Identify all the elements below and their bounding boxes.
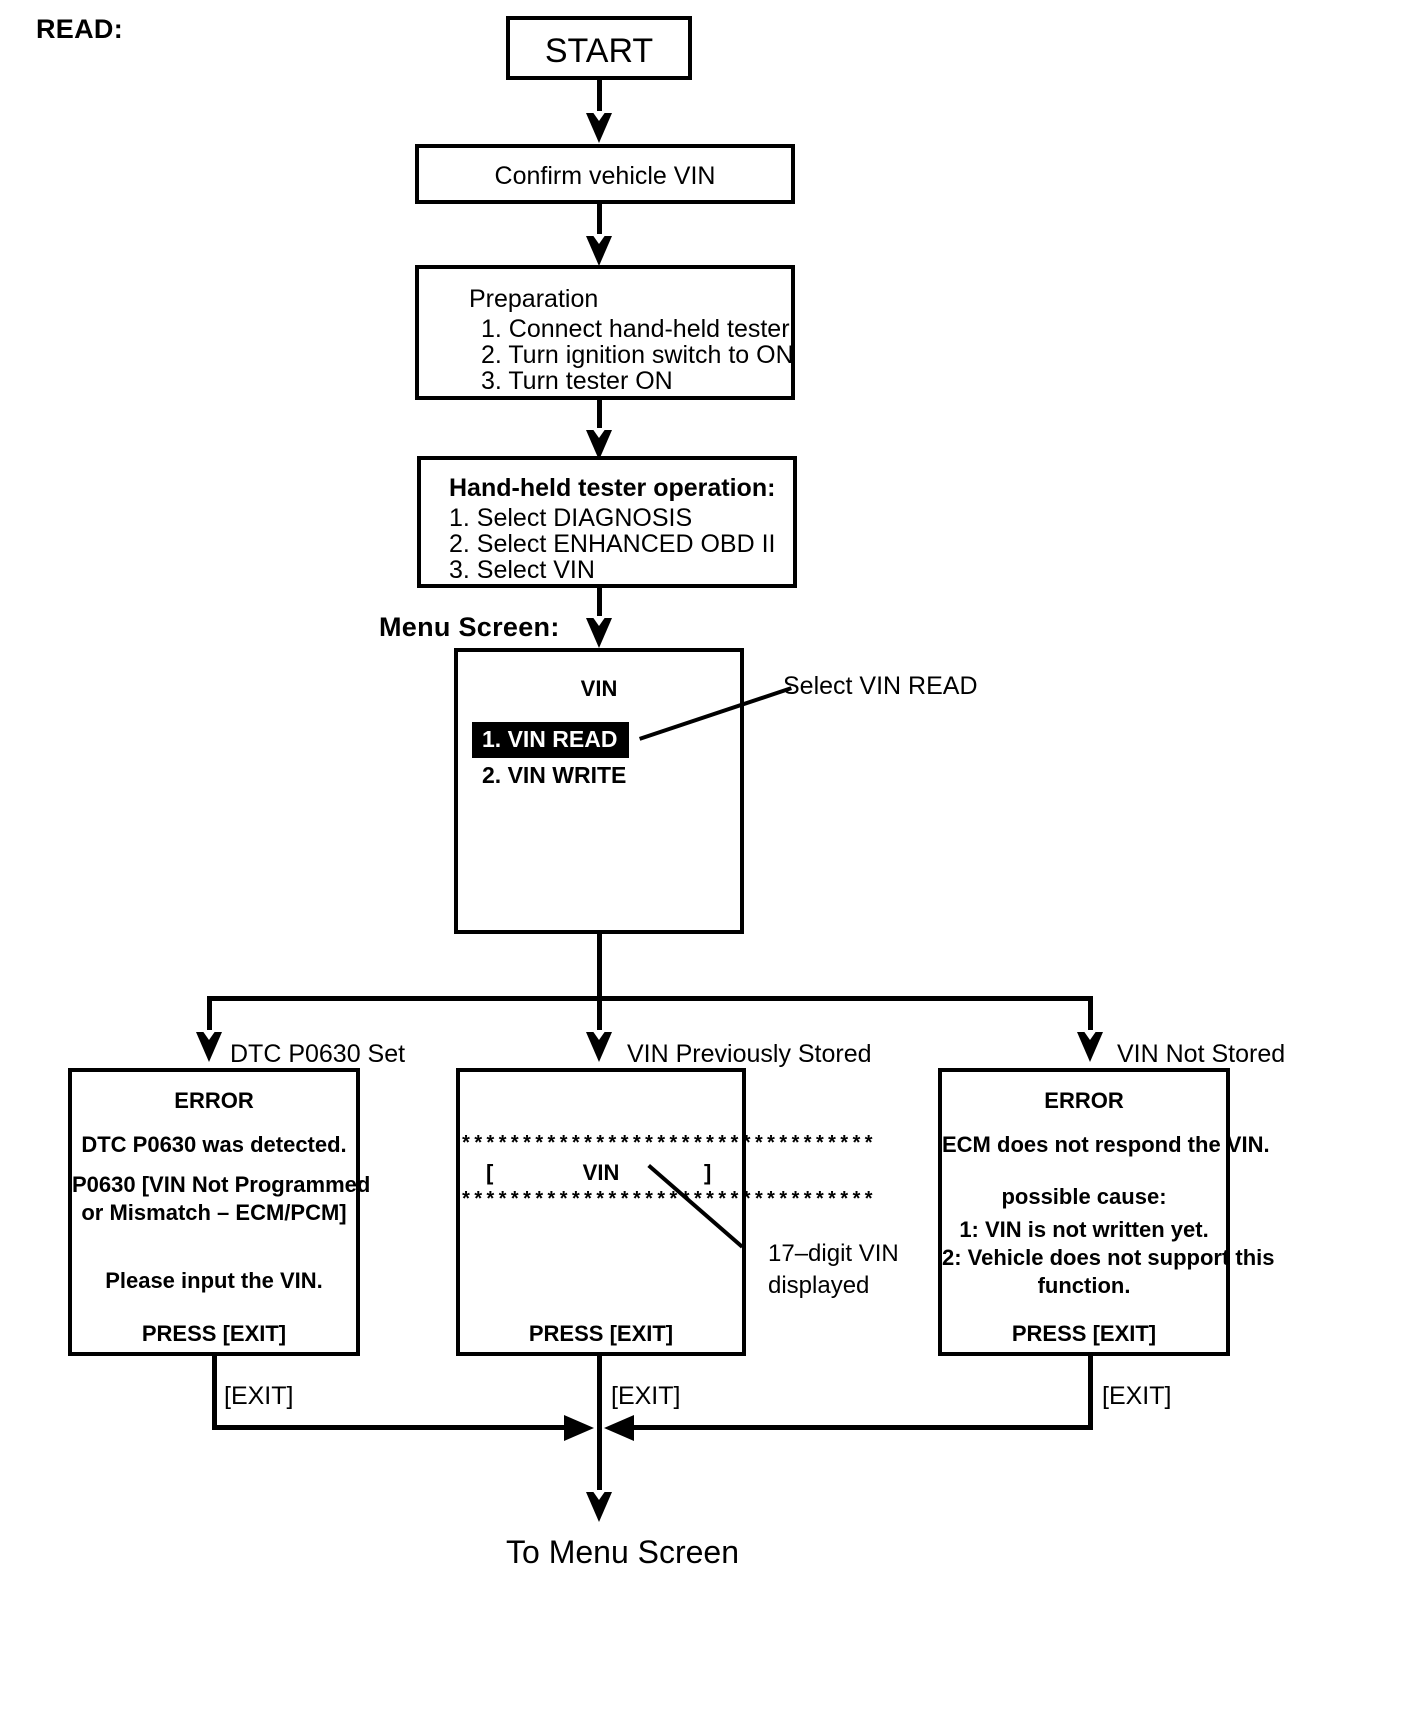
connector-exit-middle: [597, 1356, 602, 1428]
connector-exit-right: [1088, 1356, 1093, 1428]
screen-middle-stars-bottom: **********************************: [460, 1190, 875, 1213]
connector-tester-menu: [597, 588, 602, 634]
screen-right-line-3: 1: VIN is not written yet.: [959, 1217, 1209, 1242]
connector-exit-left-h: [212, 1425, 572, 1430]
menu-screen-label: Menu Screen:: [379, 612, 560, 642]
arrowhead-merge-footer: [586, 1490, 612, 1522]
branch-label-left: DTC P0630 Set: [230, 1040, 406, 1068]
screen-left-title: ERROR: [174, 1088, 254, 1113]
arrowhead-exit-left: [564, 1415, 594, 1441]
exit-label-right: [EXIT]: [1102, 1382, 1172, 1410]
connector-exit-left: [212, 1356, 217, 1428]
connector-branch-left: [207, 996, 212, 1044]
screen-middle-footer: PRESS [EXIT]: [528, 1321, 674, 1346]
screen-menu-vin: VIN 1. VIN READ 2. VIN WRITE: [454, 648, 744, 934]
screen-left-footer: PRESS [EXIT]: [141, 1321, 287, 1346]
footer-label: To Menu Screen: [506, 1534, 740, 1570]
tester-operation-step-1: 1. Select DIAGNOSIS: [449, 504, 693, 532]
annotation-17-digit-vin-line-1: 17–digit VIN: [768, 1240, 899, 1267]
screen-error-dtc-p0630: ERROR DTC P0630 was detected. P0630 [VIN…: [68, 1068, 371, 1356]
connector-confirm-prep: [597, 204, 602, 254]
exit-label-middle: [EXIT]: [611, 1382, 681, 1410]
annotation-17-digit-vin-line-2: displayed: [768, 1272, 870, 1299]
connector-branch-middle: [597, 996, 602, 1044]
tester-operation-step-3: 3. Select VIN: [449, 556, 595, 584]
screen-left-line-1: DTC P0630 was detected.: [81, 1132, 347, 1157]
arrowhead-start-confirm: [586, 111, 612, 143]
tester-operation-title: Hand-held tester operation:: [449, 474, 776, 502]
node-confirm-vin-label: Confirm vehicle VIN: [494, 162, 716, 190]
section-label: READ:: [36, 14, 123, 44]
screen-middle-bracket-close: ]: [704, 1160, 712, 1185]
screen-middle-stars-top: **********************************: [460, 1134, 875, 1157]
connector-branch-right: [1088, 996, 1093, 1044]
menu-item-vin-read[interactable]: 1. VIN READ: [472, 722, 630, 758]
screen-right-footer: PRESS [EXIT]: [1011, 1321, 1157, 1346]
preparation-title: Preparation: [469, 285, 599, 313]
node-tester-operation: Hand-held tester operation: 1. Select DI…: [417, 456, 797, 588]
node-start: START: [506, 16, 692, 80]
screen-vin-previously-stored: ********************************** [ VIN…: [456, 1068, 875, 1356]
connector-menu-split: [597, 934, 602, 998]
arrowhead-tester-menu: [586, 616, 612, 648]
preparation-step-2: 2. Turn ignition switch to ON: [481, 341, 794, 369]
connector-start-confirm: [597, 80, 602, 130]
node-start-label: START: [544, 32, 654, 70]
screen-right-line-2: possible cause:: [1001, 1184, 1167, 1209]
tester-operation-step-2: 2. Select ENHANCED OBD II: [449, 530, 776, 558]
screen-right-line-1: ECM does not respond the VIN.: [942, 1132, 1270, 1157]
screen-right-line-5: function.: [1037, 1273, 1131, 1298]
preparation-step-1: 1. Connect hand-held tester: [481, 315, 790, 343]
connector-prep-tester: [597, 400, 602, 448]
node-confirm-vin: Confirm vehicle VIN: [415, 144, 795, 204]
connector-exit-right-h: [628, 1425, 1093, 1430]
arrowhead-branch-left: [196, 1030, 222, 1062]
preparation-step-3: 3. Turn tester ON: [481, 367, 673, 395]
exit-label-left: [EXIT]: [224, 1382, 294, 1410]
split-bus: [207, 996, 1093, 1001]
screen-middle-bracket-open: [: [486, 1160, 494, 1185]
menu-item-vin-write[interactable]: 2. VIN WRITE: [482, 762, 627, 788]
annotation-select-vin-read: Select VIN READ: [783, 672, 978, 700]
screen-error-vin-not-stored: ERROR ECM does not respond the VIN. poss…: [938, 1068, 1275, 1356]
branch-label-middle: VIN Previously Stored: [627, 1040, 872, 1068]
screen-right-line-4: 2: Vehicle does not support this: [942, 1245, 1275, 1270]
screen-menu-title: VIN: [580, 676, 618, 701]
arrowhead-branch-right: [1077, 1030, 1103, 1062]
connector-merge-footer: [597, 1425, 602, 1507]
screen-left-line-3: or Mismatch – ECM/PCM]: [81, 1200, 347, 1225]
arrowhead-prep-tester: [586, 428, 612, 460]
screen-middle-vin-text: VIN: [582, 1160, 620, 1185]
node-preparation: Preparation 1. Connect hand-held tester …: [415, 265, 795, 400]
screen-right-title: ERROR: [1044, 1088, 1124, 1113]
branch-label-right: VIN Not Stored: [1117, 1040, 1286, 1068]
screen-left-line-2: P0630 [VIN Not Programmed: [72, 1172, 371, 1197]
arrowhead-confirm-prep: [586, 234, 612, 266]
screen-left-line-4: Please input the VIN.: [105, 1268, 323, 1293]
arrowhead-exit-right: [604, 1415, 634, 1441]
arrowhead-branch-middle: [586, 1030, 612, 1062]
